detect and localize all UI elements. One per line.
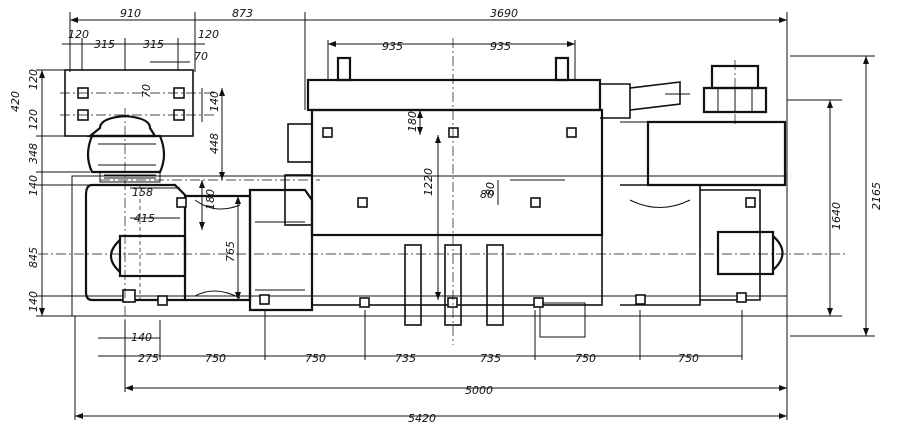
dim-845: 845 — [27, 247, 40, 268]
dim-750-3: 750 — [575, 352, 596, 365]
base-frame — [71, 175, 788, 338]
main-engine — [284, 56, 690, 326]
dim-1640: 1640 — [830, 202, 843, 230]
dim-70-vertical: 70 — [140, 84, 153, 98]
dim-348: 348 — [27, 143, 40, 164]
center-lines — [38, 38, 845, 345]
dim-70-horizontal: 70 — [194, 50, 208, 63]
dim-873: 873 — [232, 7, 253, 20]
dim-735-1: 735 — [395, 352, 416, 365]
dim-315-left: 315 — [94, 38, 115, 51]
dim-910: 910 — [120, 7, 141, 20]
dim-315-right: 315 — [143, 38, 164, 51]
dim-1220: 1220 — [422, 168, 435, 196]
dim-420: 420 — [9, 91, 22, 112]
dim-120-left: 120 — [68, 28, 89, 41]
vertical-dimension-labels: 420 120 120 348 140 845 140 70 140 448 1… — [9, 69, 883, 312]
dim-735-2: 735 — [480, 352, 501, 365]
dimension-labels: 910 873 3690 120 315 315 120 70 935 935 … — [68, 7, 699, 425]
dim-750-2: 750 — [305, 352, 326, 365]
dim-415: 415 — [134, 212, 155, 225]
dim-765: 765 — [224, 241, 237, 262]
dim-5420: 5420 — [408, 412, 436, 425]
dim-3690: 3690 — [490, 7, 518, 20]
dim-750-4: 750 — [678, 352, 699, 365]
dimension-lines — [36, 12, 875, 420]
gearbox-labels: 158 415 — [132, 186, 155, 225]
dim-2165: 2165 — [870, 182, 883, 210]
dim-140-left-upper: 140 — [27, 175, 40, 196]
dim-935-right: 935 — [490, 40, 511, 53]
dim-180-mount: 180 — [204, 189, 217, 210]
right-motor — [620, 64, 787, 306]
left-gearbox — [84, 183, 187, 306]
dim-275: 275 — [138, 352, 159, 365]
dim-80-vertical: 80 — [484, 182, 497, 196]
dim-120-left-top: 120 — [27, 69, 40, 90]
dim-140-mount: 140 — [208, 91, 221, 112]
dim-158: 158 — [132, 186, 153, 199]
dim-935-left: 935 — [382, 40, 403, 53]
left-motor — [86, 114, 166, 183]
dim-120-left-bottom: 120 — [27, 109, 40, 130]
dim-5000: 5000 — [465, 384, 493, 397]
dim-140-left-lower: 140 — [27, 291, 40, 312]
dim-180-center: 180 — [406, 111, 419, 132]
left-housing — [185, 188, 314, 312]
dim-448: 448 — [208, 133, 221, 154]
dim-750-1: 750 — [205, 352, 226, 365]
dim-120-right: 120 — [198, 28, 219, 41]
dim-80-horizontal: 80 — [480, 188, 494, 201]
left-mount-plate — [60, 69, 215, 137]
dim-140-bottom: 140 — [131, 331, 152, 344]
